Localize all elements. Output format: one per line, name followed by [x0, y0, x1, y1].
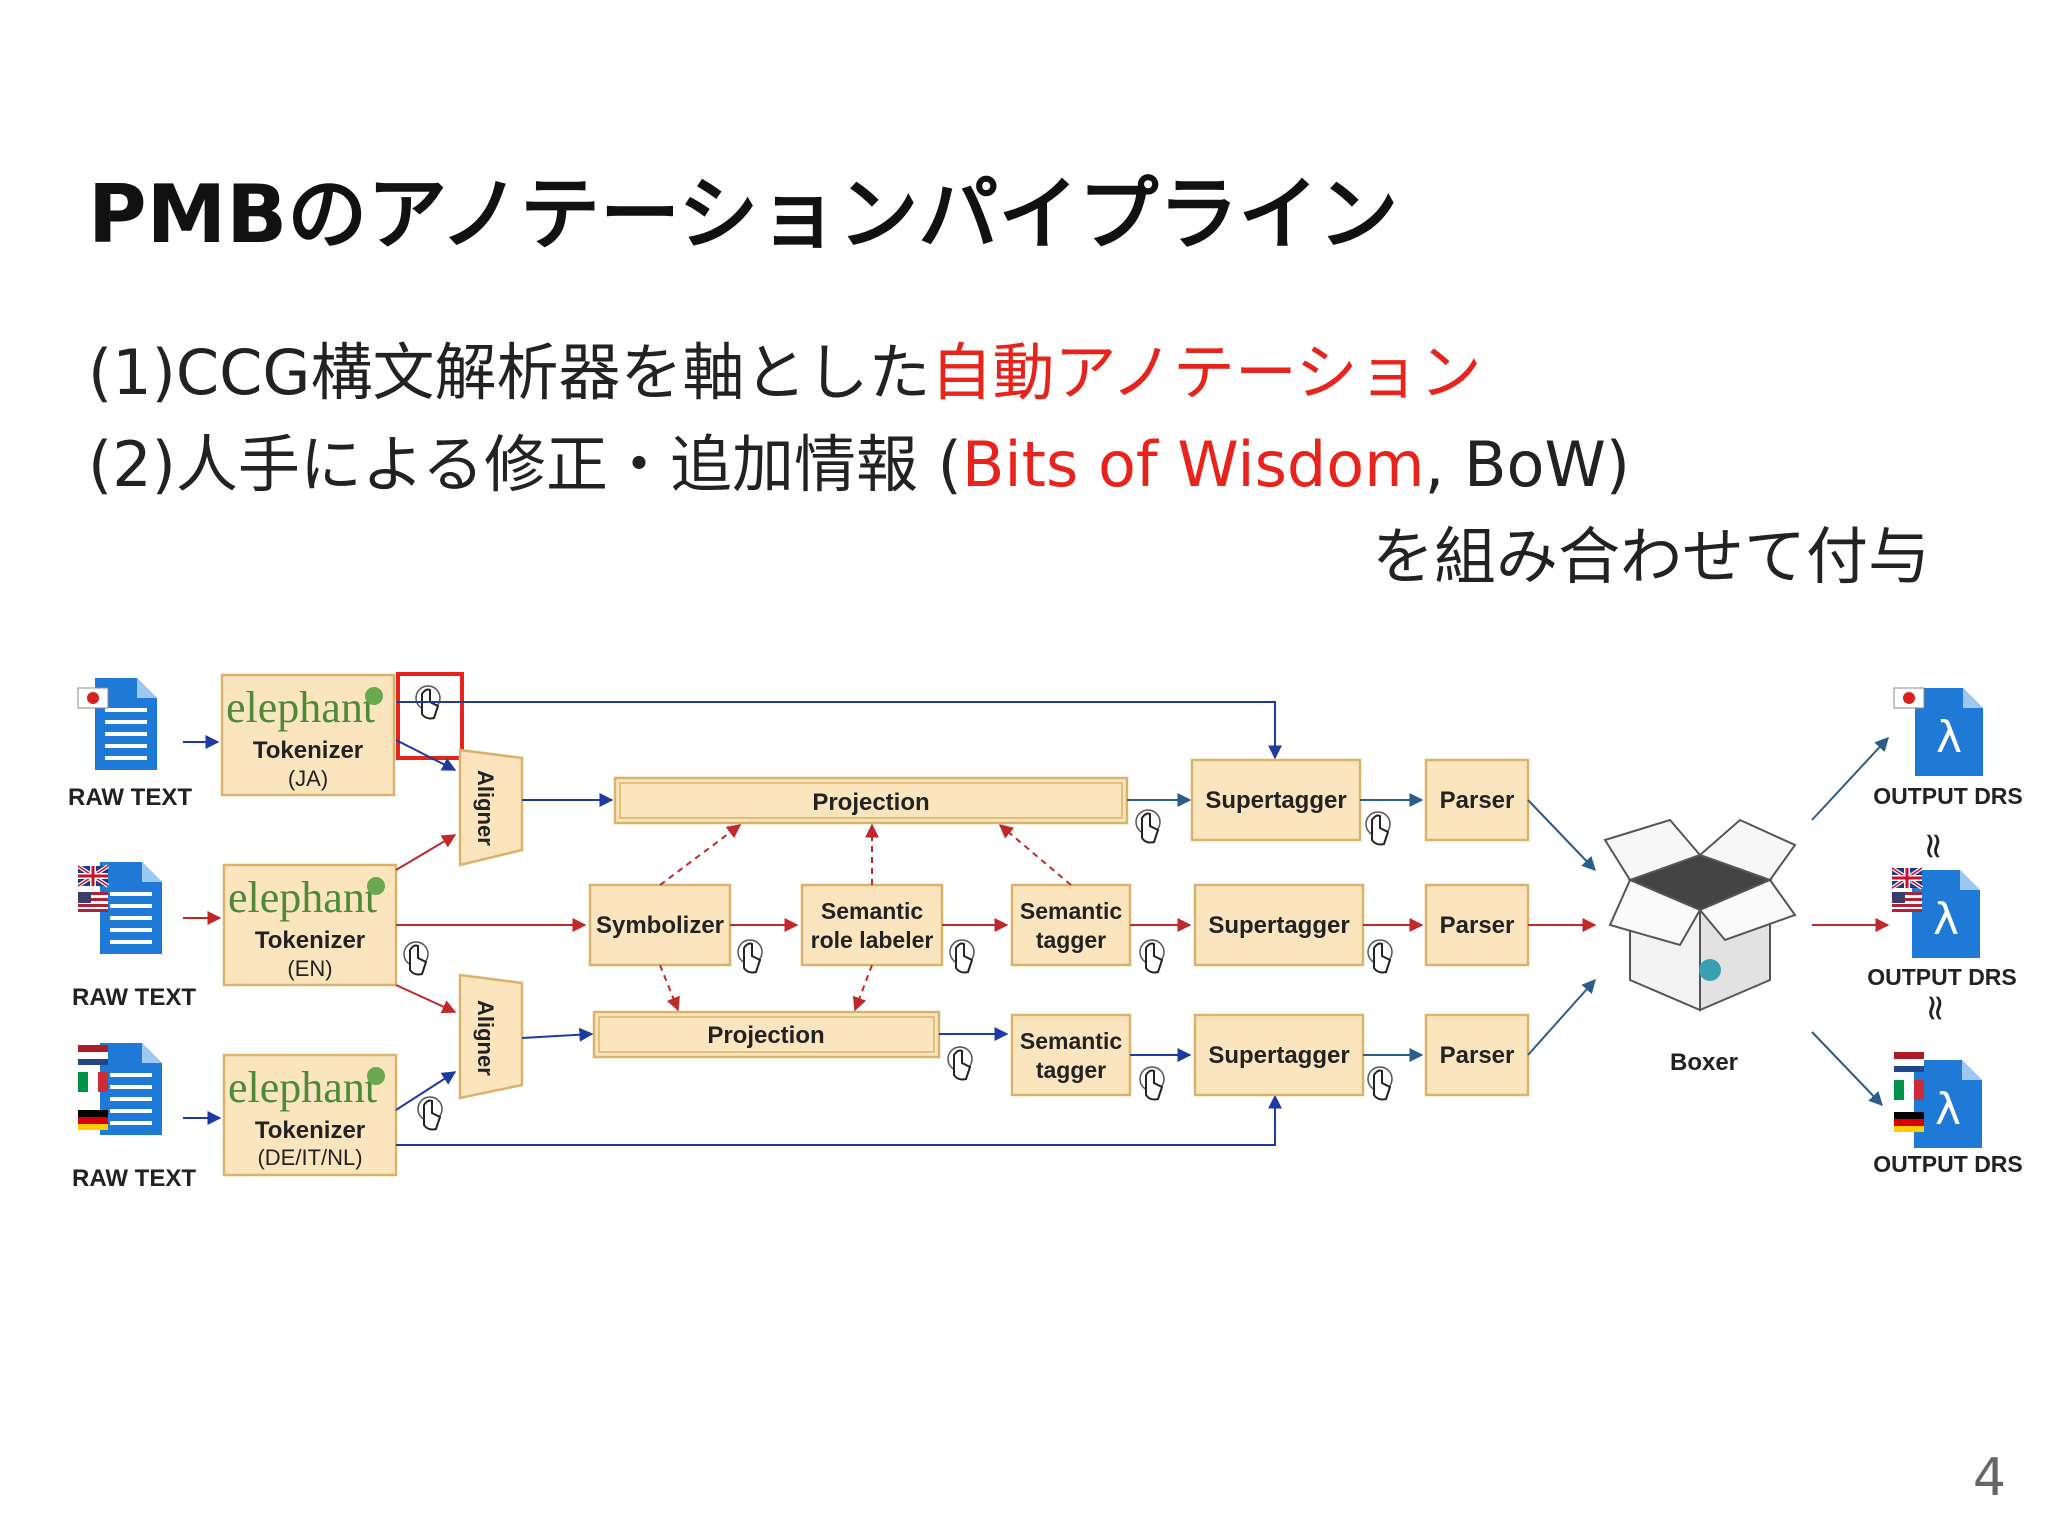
semtag-label-2: tagger: [1036, 927, 1106, 953]
hand-cursor-icon: [403, 941, 429, 976]
raw-text-multi: RAW TEXT: [72, 1043, 196, 1192]
hand-cursor-icon: [1139, 939, 1165, 974]
elephant-logo-text: elephant: [226, 683, 375, 732]
bullet-line-2: (2)人手による修正・追加情報 (Bits of Wisdom, BoW): [88, 414, 1630, 504]
projection-top: Projection: [613, 776, 1129, 825]
bullet-line-1: (1)CCG構文解析器を軸とした自動アノテーション: [88, 322, 1482, 412]
raw-text-label: RAW TEXT: [68, 784, 192, 811]
semtag-label-1: Semantic: [1020, 1028, 1122, 1054]
aligner-label: Aligner: [473, 770, 498, 846]
aligner-label: Aligner: [473, 1000, 498, 1076]
output-drs-multi: λ OUTPUT DRS: [1873, 1052, 2023, 1177]
projection-label: Projection: [707, 1022, 824, 1049]
hand-cursor-icon: [947, 1046, 973, 1081]
semtag-label-1: Semantic: [1020, 898, 1122, 924]
output-drs-en: λ OUTPUT DRS: [1867, 866, 2017, 990]
semantic-role-labeler-box: Semantic role labeler: [800, 883, 944, 967]
parser-bottom: Parser: [1424, 1013, 1530, 1097]
elephant-logo-text: elephant: [228, 873, 377, 922]
parser-mid: Parser: [1424, 883, 1530, 967]
supertagger-label: Supertagger: [1208, 912, 1349, 939]
boxer: Boxer: [1603, 818, 1797, 1076]
supertagger-label: Supertagger: [1205, 787, 1346, 814]
japan-flag-icon: [77, 687, 109, 709]
aligner-bottom: Aligner: [458, 973, 524, 1100]
parser-label: Parser: [1440, 1042, 1515, 1069]
line2-suffix: , BoW): [1424, 428, 1630, 501]
hand-cursor-icon: [1365, 811, 1391, 846]
tokenizer-en: elephant Tokenizer (EN): [222, 863, 398, 987]
parser-label: Parser: [1440, 912, 1515, 939]
raw-text-en: RAW TEXT: [72, 862, 196, 1011]
raw-text-ja: RAW TEXT: [68, 678, 192, 811]
line2-highlight: Bits of Wisdom: [961, 428, 1425, 501]
document-icon: [100, 862, 162, 954]
raw-text-label: RAW TEXT: [72, 1165, 196, 1192]
uk-flag-icon: [1890, 866, 1924, 890]
output-label: OUTPUT DRS: [1873, 783, 2023, 809]
line2-text: (2)人手による修正・追加情報 (: [88, 428, 962, 501]
srl-label-1: Semantic: [821, 898, 923, 924]
tokenizer-lang: (DE/IT/NL): [257, 1145, 362, 1170]
supertagger-bottom: Supertagger: [1193, 1013, 1365, 1097]
lambda-symbol: λ: [1935, 1084, 1961, 1135]
tokenizer-lang: (EN): [287, 956, 332, 981]
supertagger-top: Supertagger: [1190, 758, 1362, 842]
output-label: OUTPUT DRS: [1873, 1151, 2023, 1177]
symbolizer-box: Symbolizer: [588, 883, 732, 967]
parser-top: Parser: [1424, 758, 1530, 842]
tokenizer-label: Tokenizer: [255, 1117, 365, 1144]
tokenizer-ja: elephant Tokenizer (JA): [220, 673, 396, 797]
supertagger-label: Supertagger: [1208, 1042, 1349, 1069]
aligner-top: Aligner: [458, 748, 524, 867]
parser-label: Parser: [1440, 787, 1515, 814]
germany-flag-icon: [1894, 1112, 1924, 1132]
semantic-tagger-mid-box: Semantic tagger: [1010, 883, 1132, 967]
us-flag-icon: [78, 892, 108, 912]
symbolizer-label: Symbolizer: [596, 912, 724, 939]
line1-highlight: 自動アノテーション: [930, 336, 1482, 409]
lambda-symbol: λ: [1933, 894, 1959, 945]
output-label: OUTPUT DRS: [1867, 964, 2017, 990]
tokenizer-lang: (JA): [288, 766, 328, 791]
approx-sign-2: ≈: [1915, 993, 1956, 1023]
hand-cursor-icon: [417, 1096, 443, 1131]
italy-flag-icon: [78, 1072, 108, 1092]
bullet-line-3: を組み合わせて付与: [1371, 520, 1930, 593]
slide-title: PMBのアノテーションパイプライン: [88, 168, 1399, 261]
approx-sign-1: ≈: [1913, 831, 1954, 861]
hand-cursor-icon: [1139, 1066, 1165, 1101]
semtag-label-2: tagger: [1036, 1057, 1106, 1083]
raw-text-label: RAW TEXT: [72, 984, 196, 1011]
line1-text: (1)CCG構文解析器を軸とした: [88, 336, 931, 409]
tokenizer-multi: elephant Tokenizer (DE/IT/NL): [222, 1053, 398, 1177]
us-flag-icon: [1892, 892, 1922, 912]
open-box-icon: [1603, 818, 1797, 1012]
netherlands-flag-icon: [78, 1045, 108, 1065]
tokenizer-label: Tokenizer: [255, 927, 365, 954]
japan-flag-icon: [1893, 687, 1925, 709]
page-number: 4: [1972, 1448, 2006, 1508]
hand-cursor-icon: [949, 939, 975, 974]
uk-flag-icon: [76, 864, 110, 888]
italy-flag-icon: [1894, 1080, 1924, 1100]
document-icon: [100, 1043, 162, 1135]
netherlands-flag-icon: [1894, 1052, 1924, 1072]
germany-flag-icon: [78, 1110, 108, 1130]
hand-cursor-icon: [1367, 1066, 1393, 1101]
elephant-logo-text: elephant: [228, 1063, 377, 1112]
pipeline-diagram: RAW TEXT RAW TEXT RAW TEXT elephant Toke…: [68, 672, 2023, 1192]
output-drs-ja: λ OUTPUT DRS: [1873, 687, 2023, 809]
hand-cursor-icon: [737, 939, 763, 974]
boxer-label: Boxer: [1670, 1049, 1738, 1076]
semantic-tagger-bottom-box: Semantic tagger: [1010, 1013, 1132, 1097]
projection-bottom: Projection: [592, 1010, 941, 1059]
projection-label: Projection: [812, 789, 929, 816]
hand-cursor-icon: [1135, 809, 1161, 844]
srl-label-2: role labeler: [811, 927, 934, 953]
lambda-symbol: λ: [1936, 712, 1962, 763]
hand-cursor-icon: [1367, 939, 1393, 974]
tokenizer-label: Tokenizer: [253, 737, 363, 764]
supertagger-mid: Supertagger: [1193, 883, 1365, 967]
